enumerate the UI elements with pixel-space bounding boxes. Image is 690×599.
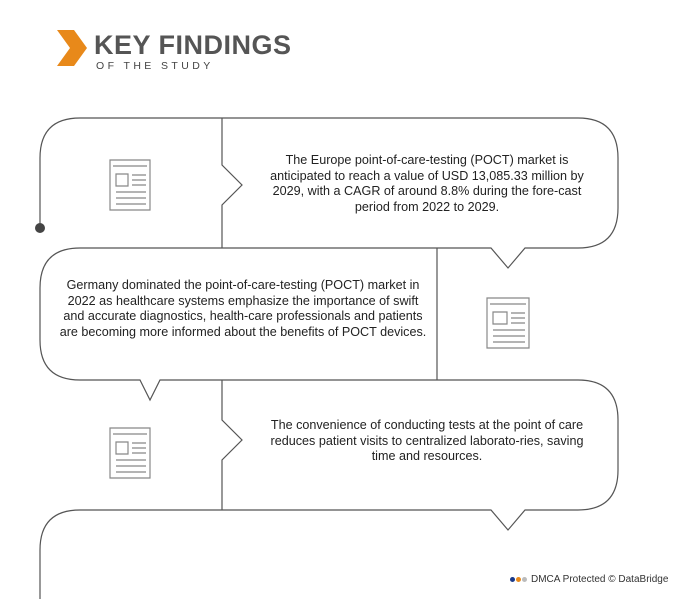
finding-1-text: The Europe point-of-care-testing (POCT) … (270, 153, 584, 214)
dot-icon (516, 577, 521, 582)
dot-icon (522, 577, 527, 582)
page-subtitle: OF THE STUDY (96, 60, 214, 72)
dot-icon (510, 577, 515, 582)
page-title: KEY FINDINGS (94, 30, 292, 60)
footer-text: DMCA Protected © DataBridge (531, 574, 669, 585)
finding-3-text: The convenience of conducting tests at t… (270, 418, 584, 464)
timeline-dot (35, 223, 45, 233)
newspaper-icon (109, 427, 151, 479)
footer: DMCA Protected © DataBridge (510, 574, 668, 585)
finding-2-text: Germany dominated the point-of-care-test… (59, 278, 427, 339)
newspaper-icon (486, 297, 530, 349)
newspaper-icon (109, 159, 151, 211)
chevron-logo-icon (57, 30, 87, 66)
